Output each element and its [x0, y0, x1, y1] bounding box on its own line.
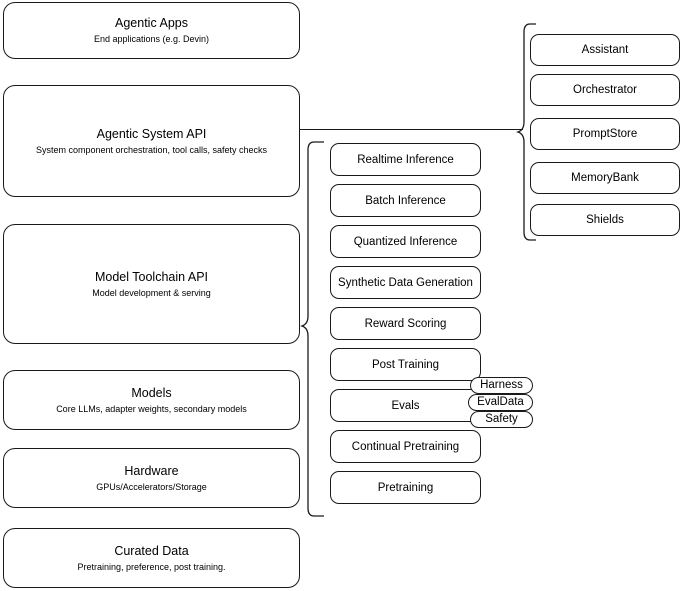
layer-hardware[interactable]: Hardware GPUs/Accelerators/Storage [3, 448, 300, 508]
layer-title: Agentic System API [96, 126, 207, 141]
layer-agentic-system-api[interactable]: Agentic System API System component orch… [3, 85, 300, 197]
layer-models[interactable]: Models Core LLMs, adapter weights, secon… [3, 370, 300, 430]
item-label: Evals [391, 399, 420, 412]
system-item-shields[interactable]: Shields [530, 204, 680, 236]
layer-title: Hardware [124, 463, 179, 478]
toolchain-item-pretraining[interactable]: Pretraining [330, 471, 481, 504]
badge-label: Safety [485, 413, 518, 425]
item-label: Reward Scoring [364, 317, 447, 330]
item-label: Quantized Inference [353, 235, 458, 248]
badge-label: Harness [480, 379, 523, 391]
item-label: PromptStore [572, 128, 638, 140]
toolchain-item-quantized-inference[interactable]: Quantized Inference [330, 225, 481, 258]
toolchain-item-evals[interactable]: Evals [330, 389, 481, 422]
layer-subtitle: GPUs/Accelerators/Storage [96, 481, 207, 492]
item-label: MemoryBank [571, 172, 639, 184]
evals-badge-safety[interactable]: Safety [470, 411, 533, 428]
item-label: Batch Inference [365, 194, 446, 207]
bracket-system-components [515, 23, 536, 241]
layer-agentic-apps[interactable]: Agentic Apps End applications (e.g. Devi… [3, 2, 300, 59]
layer-title: Models [131, 385, 172, 400]
layer-subtitle: End applications (e.g. Devin) [93, 34, 210, 44]
system-item-assistant[interactable]: Assistant [530, 34, 680, 66]
badge-label: EvalData [477, 396, 524, 408]
layer-model-toolchain-api[interactable]: Model Toolchain API Model development & … [3, 224, 300, 344]
toolchain-item-post-training[interactable]: Post Training [330, 348, 481, 381]
system-item-orchestrator[interactable]: Orchestrator [530, 74, 680, 106]
item-label: Synthetic Data Generation [338, 276, 473, 289]
evals-badge-evaldata[interactable]: EvalData [468, 394, 533, 411]
item-label: Pretraining [377, 481, 434, 494]
layer-subtitle: Model development & serving [92, 287, 211, 298]
evals-badge-harness[interactable]: Harness [470, 377, 533, 394]
layer-title: Curated Data [114, 543, 189, 558]
item-label: Continual Pretraining [351, 440, 460, 453]
layer-subtitle: Pretraining, preference, post training. [77, 561, 226, 572]
bracket-toolchain [300, 141, 324, 517]
layer-subtitle: System component orchestration, tool cal… [35, 144, 268, 155]
item-label: Realtime Inference [357, 153, 454, 166]
system-item-memorybank[interactable]: MemoryBank [530, 162, 680, 194]
item-label: Assistant [581, 44, 629, 56]
connector-system-api-to-components [300, 129, 523, 130]
system-item-promptstore[interactable]: PromptStore [530, 118, 680, 150]
layer-title: Agentic Apps [115, 16, 188, 30]
item-label: Post Training [371, 358, 440, 371]
item-label: Orchestrator [573, 84, 637, 96]
toolchain-item-synthetic-data-generation[interactable]: Synthetic Data Generation [330, 266, 481, 299]
toolchain-item-reward-scoring[interactable]: Reward Scoring [330, 307, 481, 340]
toolchain-item-continual-pretraining[interactable]: Continual Pretraining [330, 430, 481, 463]
item-label: Shields [586, 214, 624, 226]
layer-curated-data[interactable]: Curated Data Pretraining, preference, po… [3, 528, 300, 588]
layer-subtitle: Core LLMs, adapter weights, secondary mo… [56, 403, 247, 414]
toolchain-item-batch-inference[interactable]: Batch Inference [330, 184, 481, 217]
toolchain-item-realtime-inference[interactable]: Realtime Inference [330, 143, 481, 176]
layer-title: Model Toolchain API [94, 269, 209, 284]
